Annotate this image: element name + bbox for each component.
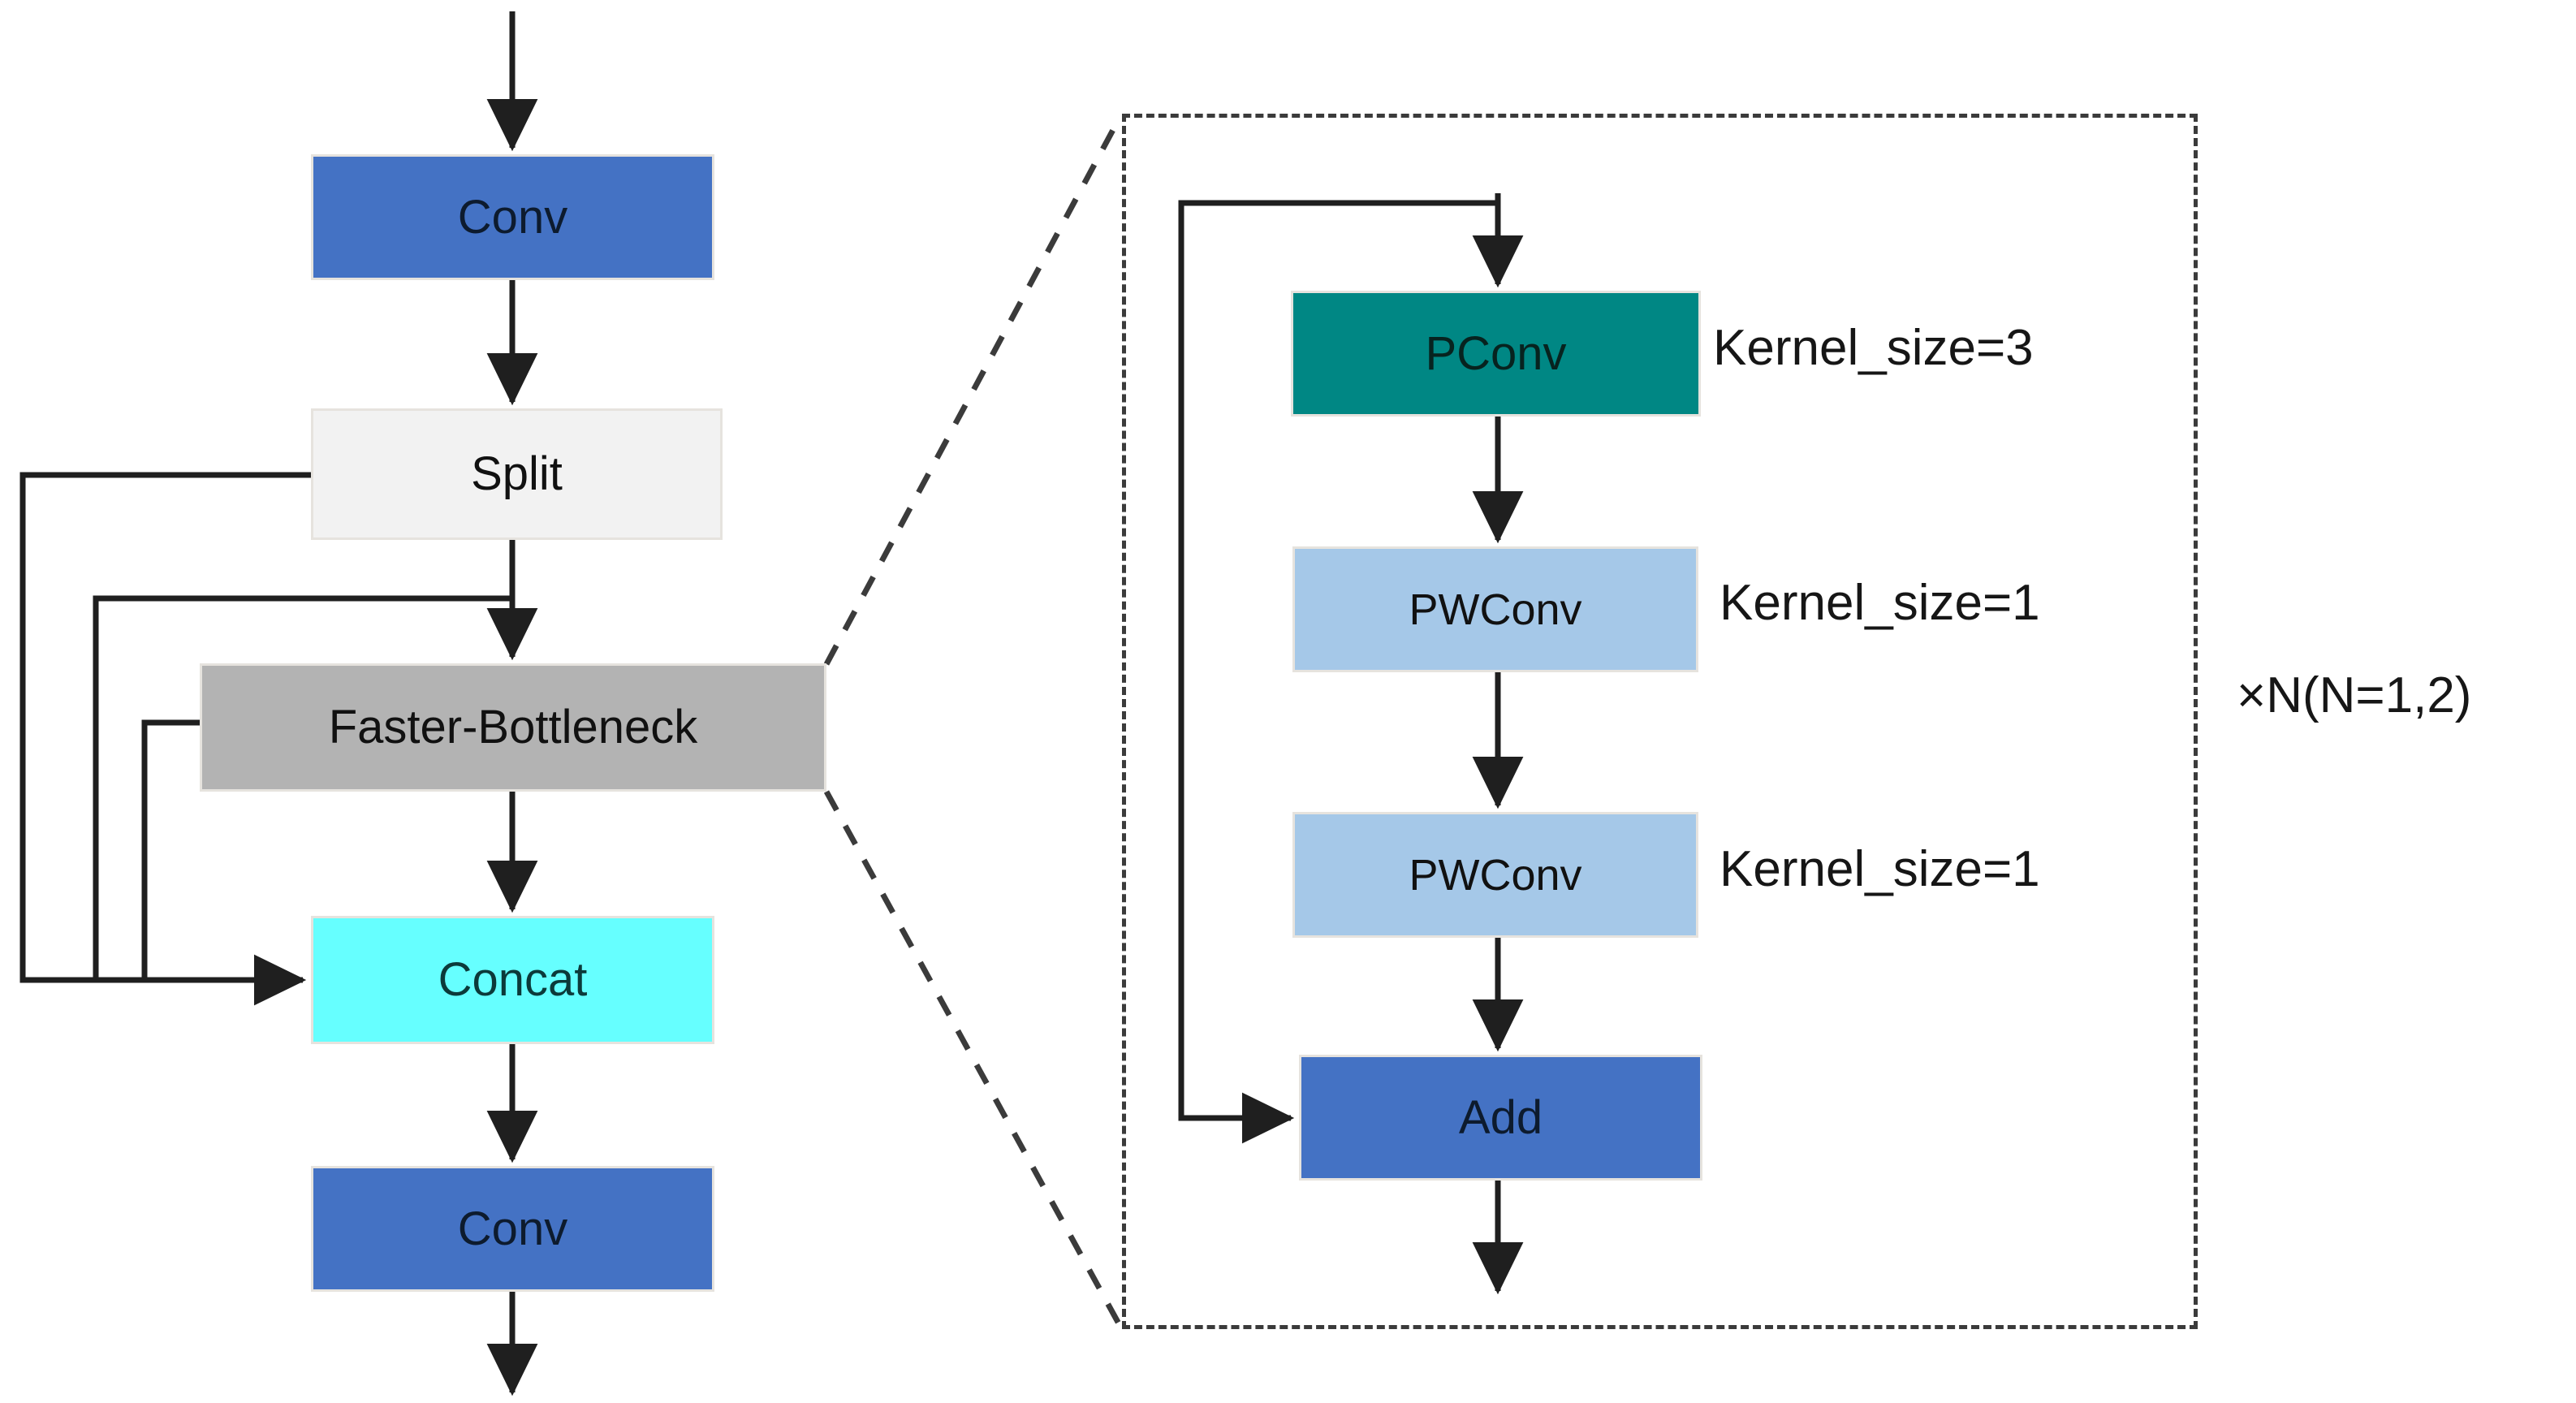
- annotation-kernel-size-pwconv-2: Kernel_size=1: [1719, 841, 2040, 897]
- node-pconv-label: PConv: [1425, 326, 1567, 380]
- node-add[interactable]: Add: [1299, 1055, 1702, 1181]
- node-conv-top[interactable]: Conv: [311, 154, 714, 280]
- node-concat[interactable]: Concat: [311, 916, 714, 1044]
- node-pwconv-2[interactable]: PWConv: [1292, 812, 1698, 938]
- callout-leader-bottom: [823, 790, 1123, 1327]
- node-concat-label: Concat: [438, 953, 588, 1006]
- node-add-label: Add: [1458, 1090, 1543, 1144]
- node-conv-bottom-label: Conv: [457, 1202, 568, 1255]
- node-conv-top-label: Conv: [457, 190, 568, 244]
- node-split[interactable]: Split: [311, 408, 723, 540]
- node-faster-bottleneck-label: Faster-Bottleneck: [328, 701, 698, 753]
- node-pconv[interactable]: PConv: [1291, 291, 1701, 417]
- node-faster-bottleneck[interactable]: Faster-Bottleneck: [200, 663, 826, 792]
- annotation-repeat-count: ×N(N=1,2): [2237, 667, 2472, 723]
- detail-dashed-container: [1122, 114, 2198, 1329]
- node-conv-bottom[interactable]: Conv: [311, 1166, 714, 1292]
- node-pwconv-2-label: PWConv: [1409, 850, 1582, 900]
- skip-wire-bottleneck: [141, 719, 200, 980]
- annotation-kernel-size-pconv: Kernel_size=3: [1713, 320, 2034, 376]
- node-pwconv-1[interactable]: PWConv: [1292, 546, 1698, 672]
- node-pwconv-1-label: PWConv: [1409, 585, 1582, 634]
- callout-leader-top: [823, 116, 1123, 666]
- annotation-kernel-size-pwconv-1: Kernel_size=1: [1719, 575, 2040, 631]
- node-split-label: Split: [471, 447, 563, 500]
